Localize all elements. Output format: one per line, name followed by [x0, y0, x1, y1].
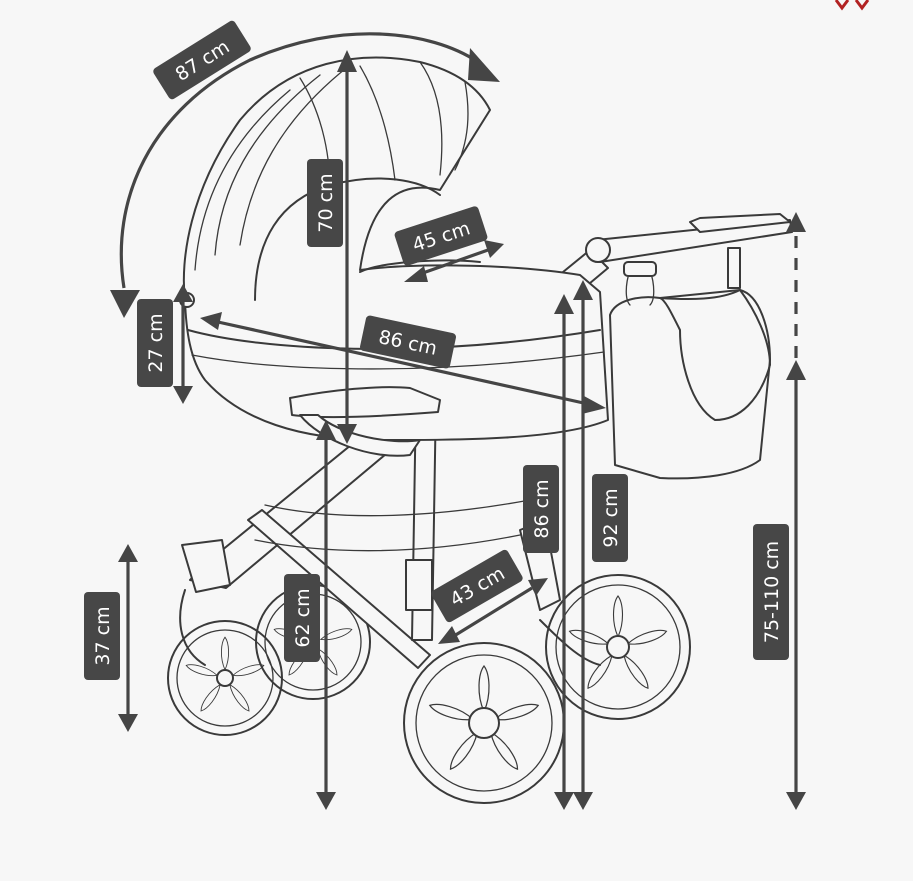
carrycot-depth-dimension [173, 284, 193, 404]
carrycot-floor-height-dimension [316, 420, 336, 810]
stroller-illustration [167, 56, 793, 804]
label-carrycot-floor-height-text: 62 cm [292, 588, 314, 647]
label-carrycot-height-text: 70 cm [315, 173, 337, 232]
total-height-dimension [573, 280, 593, 810]
canopy-arc-dimension [110, 32, 500, 318]
wheelbase-dimension [438, 578, 548, 644]
frame-height-dimension [554, 294, 574, 810]
label-carrycot-depth: 27 cm [137, 299, 173, 387]
label-carrycot-height: 70 cm [307, 159, 343, 247]
label-handle-height-range: 75-110 cm [753, 524, 789, 660]
label-carrycot-floor-height: 62 cm [284, 574, 320, 662]
label-rear-wheel-height: 37 cm [84, 592, 120, 680]
label-total-height-text: 92 cm [600, 488, 622, 547]
dimension-labels: 87 cm 70 cm 45 cm 27 cm 86 cm 37 cm 62 c… [84, 20, 789, 680]
handle-height-dimension [786, 212, 806, 810]
label-rear-wheel-height-text: 37 cm [92, 606, 114, 665]
label-wheelbase: 43 cm [431, 549, 523, 623]
changing-bag [609, 261, 771, 480]
carrycot-length-dimension [200, 312, 606, 414]
label-frame-height-text: 86 cm [531, 479, 553, 538]
dimension-lines [110, 32, 806, 810]
carrycot-width-dimension [404, 240, 504, 282]
front-left-wheel [167, 620, 283, 736]
label-total-height: 92 cm [592, 474, 628, 562]
corner-mark [834, 0, 870, 11]
carrycot-height-dimension [337, 50, 357, 444]
label-carrycot-length: 86 cm [360, 315, 456, 369]
label-carrycot-width: 45 cm [394, 206, 488, 266]
rear-wheel-height-dimension [118, 544, 138, 732]
front-right-wheel [403, 642, 565, 804]
label-handle-height-range-text: 75-110 cm [761, 541, 783, 643]
lower-seat-unit [254, 386, 531, 611]
label-frame-height: 86 cm [523, 465, 559, 553]
carrycot [179, 56, 609, 441]
label-carrycot-depth-text: 27 cm [145, 313, 167, 372]
rear-right-wheel [545, 574, 691, 720]
